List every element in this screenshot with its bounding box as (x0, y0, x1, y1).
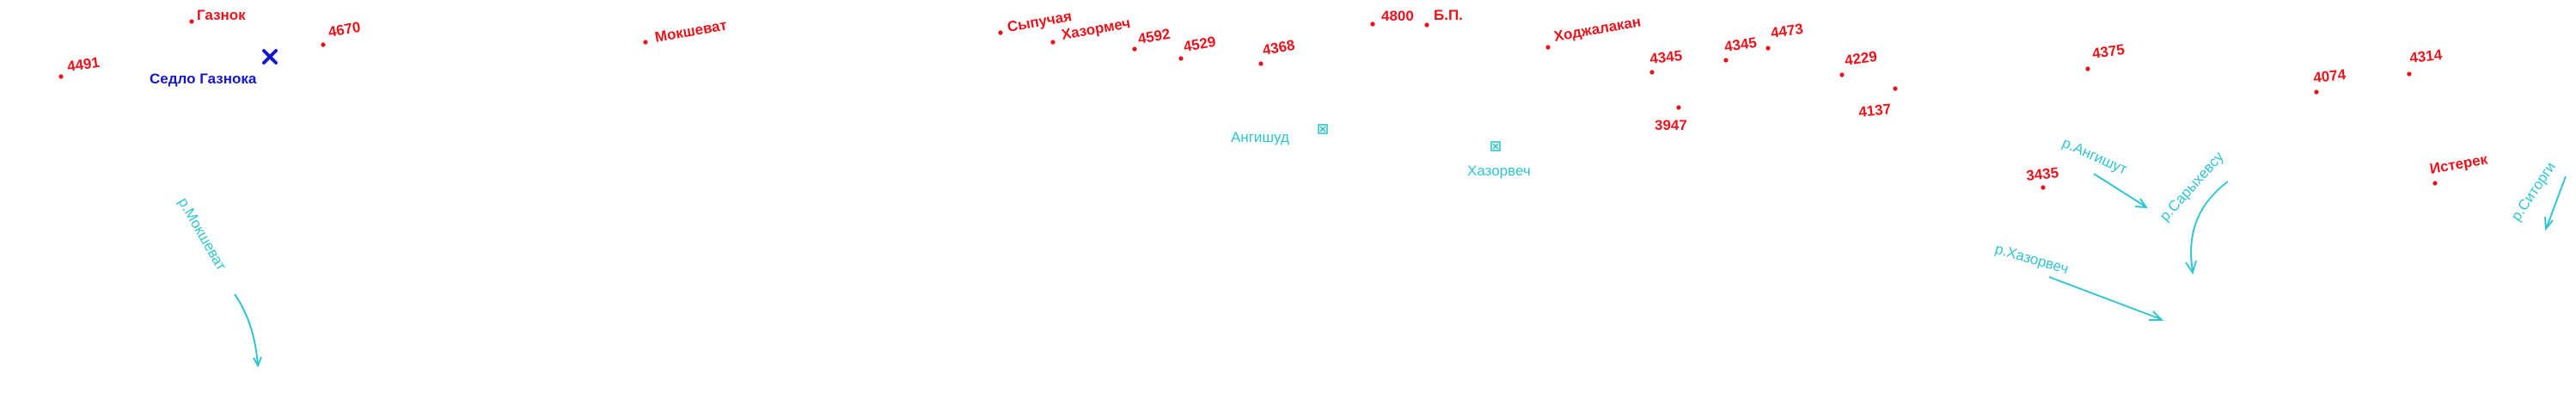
peak-4529[interactable]: 4529 (1178, 34, 1217, 61)
peak-4368[interactable]: 4368 (1258, 37, 1296, 66)
peak-marker-icon (189, 19, 194, 24)
settlement-label: Хазорвеч (1467, 163, 1531, 179)
peak-marker-icon (1765, 46, 1771, 51)
peak-4345-b[interactable]: 4345 (1723, 34, 1758, 63)
square-icon-hatch (1492, 143, 1499, 150)
peak-mokshevat[interactable]: Мокшеват (643, 17, 728, 46)
peak-marker-icon (2041, 185, 2046, 190)
river-hazorvech-arrow (2048, 276, 2162, 320)
peak-4592[interactable]: 4592 (1132, 26, 1172, 52)
peak-label: 4345 (1723, 34, 1758, 55)
river-mokshevat-arrow (234, 293, 259, 366)
peak-marker-icon (1839, 72, 1845, 77)
peak-label: Мокшеват (653, 17, 728, 46)
peak-marker-icon (1676, 105, 1681, 110)
peak-label: 4473 (1770, 21, 1804, 41)
river-label-angishut: р.Ангишут (2059, 134, 2129, 177)
peak-marker-icon (1424, 22, 1429, 28)
peak-marker-icon (1370, 22, 1375, 27)
peak-label: 4314 (2408, 46, 2443, 66)
peak-marker-icon (1132, 46, 1137, 52)
river-mokshevat-arrowhead-icon (253, 356, 262, 368)
peak-3435[interactable]: 3435 (2025, 164, 2059, 190)
peak-label: Ходжалакан (1552, 13, 1642, 44)
peak-label: 4800 (1381, 8, 1414, 24)
peak-label: 4368 (1261, 37, 1296, 58)
peak-4345-a[interactable]: 4345 (1649, 47, 1683, 75)
river-sitorgi-arrow (2546, 175, 2567, 228)
peak-gaznok[interactable]: Газнок (189, 7, 246, 24)
peak-marker-icon (2085, 66, 2090, 71)
river-saryhevsu-arrowhead-icon (2185, 260, 2197, 275)
peak-label: Истерек (2428, 151, 2489, 177)
peak-label: 4229 (1844, 48, 1878, 69)
peak-4491[interactable]: 4491 (58, 54, 101, 79)
cross-icon (262, 49, 278, 65)
peak-marker-icon (58, 74, 64, 79)
square-icon (1490, 141, 1501, 151)
peak-4800[interactable]: 4800 (1370, 8, 1414, 27)
peak-4137[interactable]: 4137 (1857, 86, 1898, 120)
settlement-angishud[interactable]: Ангишуд (1231, 124, 1328, 145)
peak-4670[interactable]: 4670 (321, 19, 362, 47)
river-angishut-arrow (2093, 173, 2146, 207)
peak-label: Б.П. (1434, 7, 1463, 23)
river-label-saryhevsu: р.Сарыхевсу (2157, 148, 2227, 224)
settlement-label: Ангишуд (1231, 129, 1289, 145)
peak-marker-icon (1178, 56, 1184, 61)
peak-hodzhalakan[interactable]: Ходжалакан (1545, 13, 1642, 50)
peak-marker-icon (643, 40, 648, 45)
peak-4375[interactable]: 4375 (2085, 41, 2126, 71)
river-saryhevsu-arrow (2190, 181, 2229, 272)
peak-label: 4074 (2312, 66, 2347, 86)
peak-label: 4592 (1136, 26, 1172, 47)
peak-isterek[interactable]: Истерек (2428, 151, 2489, 186)
peak-marker-icon (2407, 71, 2412, 77)
peak-label: 4491 (66, 54, 101, 75)
peak-label: 3435 (2025, 164, 2059, 184)
peak-3947[interactable]: 3947 (1655, 105, 1687, 133)
peak-label: 4375 (2091, 41, 2126, 62)
river-angishut-arrowhead-icon (2134, 198, 2149, 209)
peak-4229[interactable]: 4229 (1839, 48, 1878, 77)
peak-label: Газнок (197, 7, 246, 23)
peak-marker-icon (1050, 40, 1055, 45)
river-label-hazorvech: р.Хазорвеч (1993, 241, 2071, 277)
peak-marker-icon (2432, 181, 2438, 186)
pass-label: Седло Газнока (150, 71, 257, 87)
peak-4074[interactable]: 4074 (2312, 66, 2347, 95)
peak-marker-icon (2314, 89, 2319, 95)
peak-marker-icon (1893, 86, 1898, 91)
peak-marker-icon (321, 42, 326, 47)
peak-label: 3947 (1655, 117, 1687, 133)
peak-4473[interactable]: 4473 (1765, 21, 1804, 51)
peak-marker-icon (1723, 58, 1729, 63)
peak-marker-icon (998, 30, 1003, 35)
pass-sedlo-gaznoka[interactable]: Седло Газнока (150, 49, 278, 87)
peak-4314[interactable]: 4314 (2407, 46, 2444, 77)
peak-label: 4529 (1182, 34, 1217, 55)
peak-bp[interactable]: Б.П. (1424, 7, 1463, 28)
peak-label: 4670 (327, 19, 362, 40)
river-sitorgi-arrowhead-icon (2544, 216, 2554, 231)
peak-marker-icon (1258, 61, 1264, 66)
peak-marker-icon (1545, 45, 1551, 50)
square-icon-hatch (1319, 126, 1326, 132)
square-icon (1318, 124, 1328, 134)
peak-marker-icon (1649, 70, 1655, 75)
peak-label: 4345 (1649, 47, 1683, 67)
peak-label: 4137 (1857, 101, 1892, 120)
river-label-mokshevat: р.Мокшеват (175, 195, 230, 274)
settlement-hazorvech[interactable]: Хазорвеч (1467, 141, 1531, 179)
river-hazorvech-arrowhead-icon (2149, 311, 2164, 321)
